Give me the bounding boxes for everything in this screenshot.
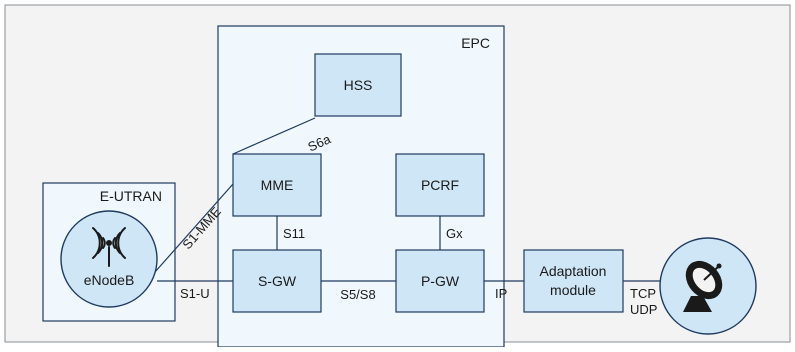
enodeb-label: eNodeB <box>84 272 135 288</box>
ip-label: IP <box>495 286 507 301</box>
adaptation-module-node <box>523 249 624 313</box>
mme-label: MME <box>261 177 294 193</box>
radio-antenna-icon <box>92 227 126 267</box>
satellite-dish-icon <box>683 260 723 312</box>
hss-label: HSS <box>344 77 373 93</box>
s5-s8-label: S5/S8 <box>340 287 375 302</box>
pgw-label: P-GW <box>421 273 460 289</box>
mme-node <box>232 153 322 217</box>
pcrf-node <box>395 153 485 217</box>
eutran-label: E-UTRAN <box>100 188 162 204</box>
s11-label: S11 <box>283 226 305 241</box>
s1-u-label: S1-U <box>180 286 210 301</box>
sgw-label: S-GW <box>258 273 297 289</box>
epc-label: EPC <box>461 35 490 51</box>
s6a-link <box>232 117 316 155</box>
pcrf-label: PCRF <box>421 177 459 193</box>
hss-node <box>314 53 402 117</box>
pgw-node <box>395 249 485 313</box>
udp-label: UDP <box>630 302 657 317</box>
gx-label: Gx <box>446 226 463 241</box>
s1-mme-link <box>154 183 234 273</box>
tcp-label: TCP <box>630 286 656 301</box>
sgw-node <box>232 249 322 313</box>
adaptation-label-line1: Adaptation <box>540 263 607 279</box>
adaptation-label-line2: module <box>550 282 596 298</box>
